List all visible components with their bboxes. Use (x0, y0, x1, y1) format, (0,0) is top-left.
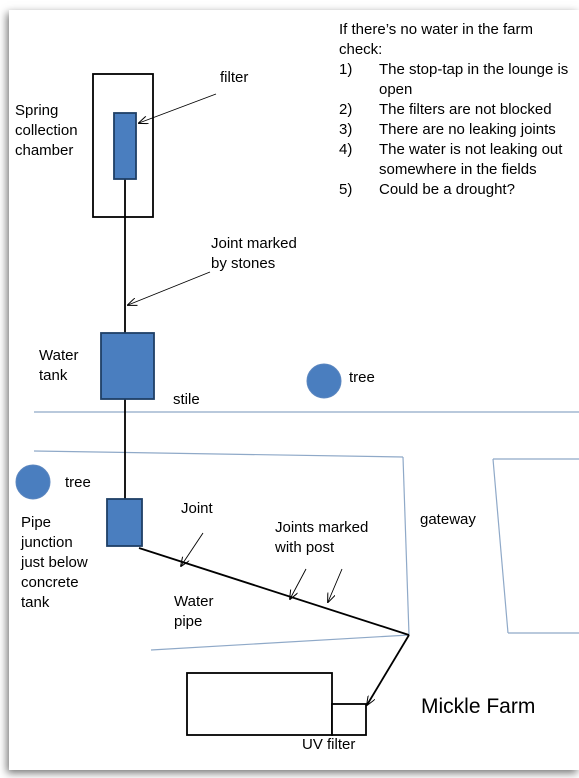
mickle-farm-building (186, 672, 333, 736)
joint-stones-label: Joint marked by stones (211, 235, 297, 272)
pipe-to-uv-filter (367, 634, 410, 705)
field-boundary-gate-post (402, 456, 410, 636)
instruction-text: The stop-tap in the lounge is open (379, 61, 569, 98)
filter-component (113, 112, 137, 180)
tree-right (306, 363, 342, 399)
joint-post-pointer-arrow-1 (290, 568, 307, 599)
spring-collection-chamber (92, 73, 154, 218)
water-tank-label: Water tank (39, 347, 79, 384)
tree-left (15, 464, 51, 500)
instruction-number: 2) (339, 101, 353, 118)
instruction-item: 4) The water is not leaking out somewhere… (339, 140, 579, 180)
instructions-heading: If there’s no water in the farm check: (339, 21, 533, 58)
troubleshooting-instructions: If there’s no water in the farm check: 1… (339, 20, 579, 200)
joint-label: Joint (181, 500, 213, 517)
uv-filter-label: UV filter (302, 736, 356, 753)
pipe-junction (106, 498, 143, 547)
farm-water-diagram (15, 73, 579, 736)
gateway-label: gateway (420, 511, 476, 528)
diagram-card: filter Spring collection chamber Joint m… (9, 10, 579, 770)
instruction-text: There are no leaking joints (379, 121, 556, 138)
mickle-farm-label: Mickle Farm (421, 695, 536, 718)
field-boundary-bottom (150, 634, 410, 651)
instruction-number: 1) (339, 61, 353, 78)
stile-label: stile (173, 391, 200, 408)
instructions-list: 1) The stop-tap in the lounge is open 2) T… (339, 60, 579, 200)
instruction-text: Could be a drought? (379, 181, 515, 198)
instruction-text: The water is not leaking out somewhere i… (379, 141, 563, 178)
joint-post-pointer-arrow-2 (328, 568, 343, 602)
joint-stones-pointer-arrow (128, 271, 211, 305)
instruction-item: 3) There are no leaking joints (339, 120, 579, 140)
joint-pointer-arrow (181, 532, 204, 566)
tree-right-label: tree (349, 369, 375, 386)
instruction-item: 1) The stop-tap in the lounge is open (339, 60, 579, 100)
pipe-junction-label: Pipe junction just below concrete tank (21, 514, 88, 611)
instruction-item: 2) The filters are not blocked (339, 100, 579, 120)
uv-filter-box (331, 703, 367, 736)
joints-post-label: Joints marked with post (275, 519, 369, 556)
tree-left-label: tree (65, 474, 91, 491)
filter-label: filter (220, 69, 249, 86)
instruction-number: 3) (339, 121, 353, 138)
instruction-number: 5) (339, 181, 353, 198)
water-pipe-label: Water pipe (174, 593, 214, 630)
spring-chamber-label: Spring collection chamber (15, 102, 78, 159)
filter-pointer-arrow (139, 93, 217, 123)
water-tank (100, 332, 155, 400)
field-boundary-top (33, 450, 404, 458)
instruction-text: The filters are not blocked (379, 101, 552, 118)
instruction-number: 4) (339, 141, 353, 158)
gateway-boundary-left (492, 458, 509, 634)
instruction-item: 5) Could be a drought? (339, 180, 579, 200)
